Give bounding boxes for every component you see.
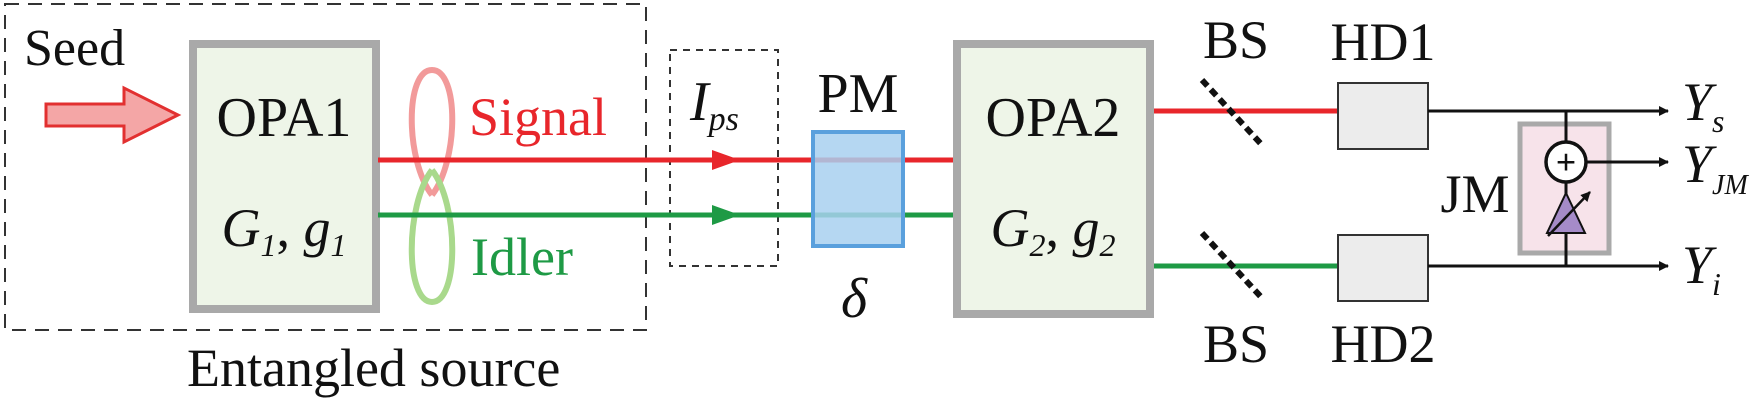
yi-label: Yi bbox=[1682, 235, 1721, 302]
opa1-box bbox=[189, 40, 380, 313]
jm-label: JM bbox=[1440, 164, 1509, 224]
entangled-source-label: Entangled source bbox=[187, 338, 560, 398]
seed-arrow bbox=[44, 85, 182, 145]
hd1-label: HD1 bbox=[1331, 12, 1436, 72]
opa2-label: OPA2 bbox=[986, 87, 1121, 149]
signal-label: Signal bbox=[469, 87, 607, 147]
entangled-source-box bbox=[4, 3, 647, 331]
opa2-box bbox=[953, 40, 1154, 318]
ips-label: Ips bbox=[689, 71, 739, 138]
phase-modulator bbox=[811, 130, 905, 248]
ys-label: Ys bbox=[1682, 72, 1725, 139]
opa1-gain-params: G1, g1 bbox=[222, 198, 347, 263]
sum-junction bbox=[1544, 140, 1588, 184]
hd2-label: HD2 bbox=[1331, 314, 1436, 374]
beam-splitter-bottom bbox=[1199, 230, 1265, 301]
bs-top-label: BS bbox=[1203, 10, 1269, 70]
idler-direction-arrow bbox=[712, 205, 740, 225]
hd2-detector bbox=[1337, 234, 1429, 302]
variable-gain-amplifier bbox=[1545, 190, 1587, 234]
plus-icon: + bbox=[1556, 142, 1577, 182]
beam-splitter-top bbox=[1199, 77, 1265, 148]
bs-bottom-label: BS bbox=[1203, 314, 1269, 374]
opa2-gain-params: G2, g2 bbox=[991, 198, 1116, 263]
signal-direction-arrow bbox=[712, 150, 740, 170]
signal-loop bbox=[408, 66, 456, 197]
amplifier-tunable-arrow bbox=[1547, 191, 1591, 237]
idler-loop bbox=[408, 168, 456, 306]
idler-label: Idler bbox=[471, 227, 573, 287]
delta-label: δ bbox=[841, 268, 868, 330]
seed-label: Seed bbox=[24, 20, 125, 77]
yjm-label: YJM bbox=[1682, 134, 1749, 201]
pm-label: PM bbox=[818, 63, 899, 125]
opa1-label: OPA1 bbox=[217, 87, 352, 149]
hd1-detector bbox=[1337, 82, 1429, 150]
